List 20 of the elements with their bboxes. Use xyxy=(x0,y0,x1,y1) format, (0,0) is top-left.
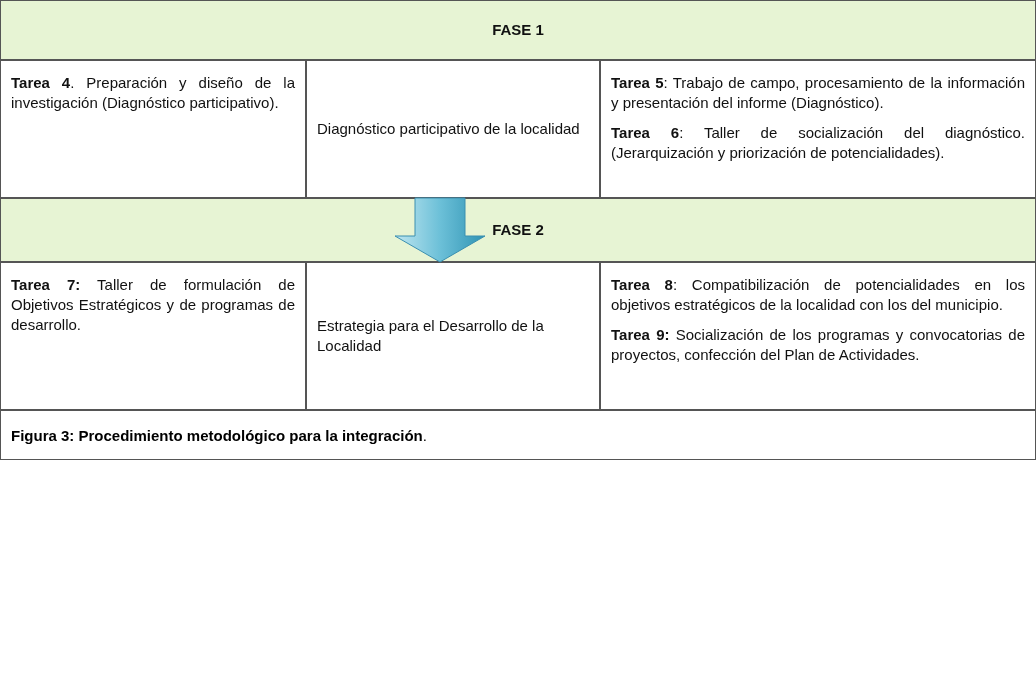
figure-caption: Figura 3: Procedimiento metodológico para la integración. xyxy=(11,426,427,444)
table-cell xyxy=(600,60,1036,198)
cell-text: Estrategia para el Desarrollo de la Localidad xyxy=(317,316,545,356)
cell-text: Tarea 5: Trabajo de campo, procesamiento de la información y presentación del informe (Diagnóstico). xyxy=(611,73,1025,113)
block-arrow xyxy=(394,197,486,263)
phase-title: FASE 2 xyxy=(492,220,544,240)
table-cell xyxy=(0,60,306,198)
cell-text: Tarea 7: Taller de formulación de Objetivos Estratégicos y de programas de desarrollo. xyxy=(11,275,295,335)
cell-text: Tarea 8: Compatibilización de potencialidades en los objetivos estratégicos de la localidad con los del municipio. xyxy=(611,275,1025,315)
phase-header-band xyxy=(0,198,1036,262)
cell-text: Diagnóstico participativo de la localidad xyxy=(317,119,580,139)
table-cell xyxy=(306,60,600,198)
cell-text: Tarea 4. Preparación y diseño de la investigación (Diagnóstico participativo). xyxy=(11,73,295,113)
cell-text: Tarea 6: Taller de socialización del diagnóstico. (Jerarquización y priorización de potencialidades). xyxy=(611,123,1025,163)
cell-text: Tarea 9: Socialización de los programas y convocatorias de proyectos, confección del Plan de Actividades. xyxy=(611,325,1025,365)
table-cell xyxy=(0,262,306,410)
phase-title: FASE 1 xyxy=(492,20,544,40)
table-cell xyxy=(306,262,600,410)
table-cell xyxy=(600,262,1036,410)
phase-header-band xyxy=(0,0,1036,60)
